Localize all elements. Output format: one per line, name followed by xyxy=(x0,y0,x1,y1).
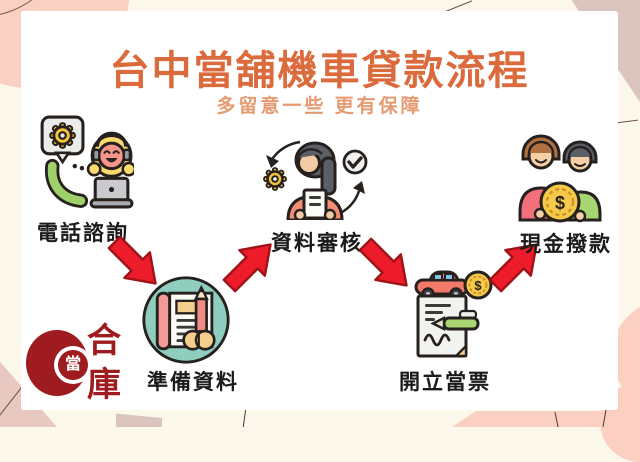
dollar-sign: $ xyxy=(555,193,565,213)
page-subtitle: 多留意一些 更有保障 xyxy=(216,96,423,117)
logo-badge-char: 當 xyxy=(58,350,88,380)
coin-icon: $ xyxy=(533,181,587,223)
pawn-ticket-icon: $ xyxy=(414,270,493,358)
dollar-sign: $ xyxy=(474,278,482,293)
step-label-prepare-documents: 準備資料 xyxy=(147,371,239,394)
pen-icon xyxy=(430,309,480,331)
pawnshop-logo: 當 合 庫 xyxy=(26,324,122,412)
flow-arrow-4-icon xyxy=(488,243,538,293)
gear-icon xyxy=(263,167,287,191)
step-label-phone-consultation: 電話諮詢 xyxy=(37,222,129,245)
pencil-icon xyxy=(193,284,209,333)
logo-name-top: 合 xyxy=(87,323,121,360)
decor-strip-bottom-pink xyxy=(452,411,640,427)
flow-arrow-3-icon xyxy=(358,237,408,287)
phone-handset-icon xyxy=(45,158,89,208)
step-label-document-review: 資料審核 xyxy=(271,232,363,255)
flow-arrow-1-icon xyxy=(107,235,157,285)
step-label-cash-disbursement: 現金撥款 xyxy=(520,233,612,256)
reviewer-person-icon xyxy=(286,141,344,220)
decor-line-right xyxy=(616,119,638,124)
approved-check-icon xyxy=(342,149,368,175)
laptop-icon xyxy=(89,176,134,209)
brain-icon xyxy=(182,329,216,351)
step-label-pawn-ticket: 開立當票 xyxy=(399,371,491,394)
cash-disbursement-icon: $ xyxy=(518,134,602,223)
document-review-icon xyxy=(263,140,368,220)
support-agent-icon xyxy=(86,131,134,209)
decor-strip-bottom-mauve xyxy=(116,413,162,427)
page-title: 台中當舖機車貸款流程 xyxy=(109,49,530,93)
gear-icon xyxy=(49,122,76,149)
coin-icon: $ xyxy=(463,270,493,300)
logo-name-bottom: 庫 xyxy=(87,367,121,404)
phone-consultation-icon xyxy=(40,115,134,209)
flow-arrow-2-icon xyxy=(222,243,272,293)
prepare-documents-icon xyxy=(142,276,230,364)
speech-bubble-icon xyxy=(40,115,92,173)
decor-line-bottom-1 xyxy=(242,409,247,427)
